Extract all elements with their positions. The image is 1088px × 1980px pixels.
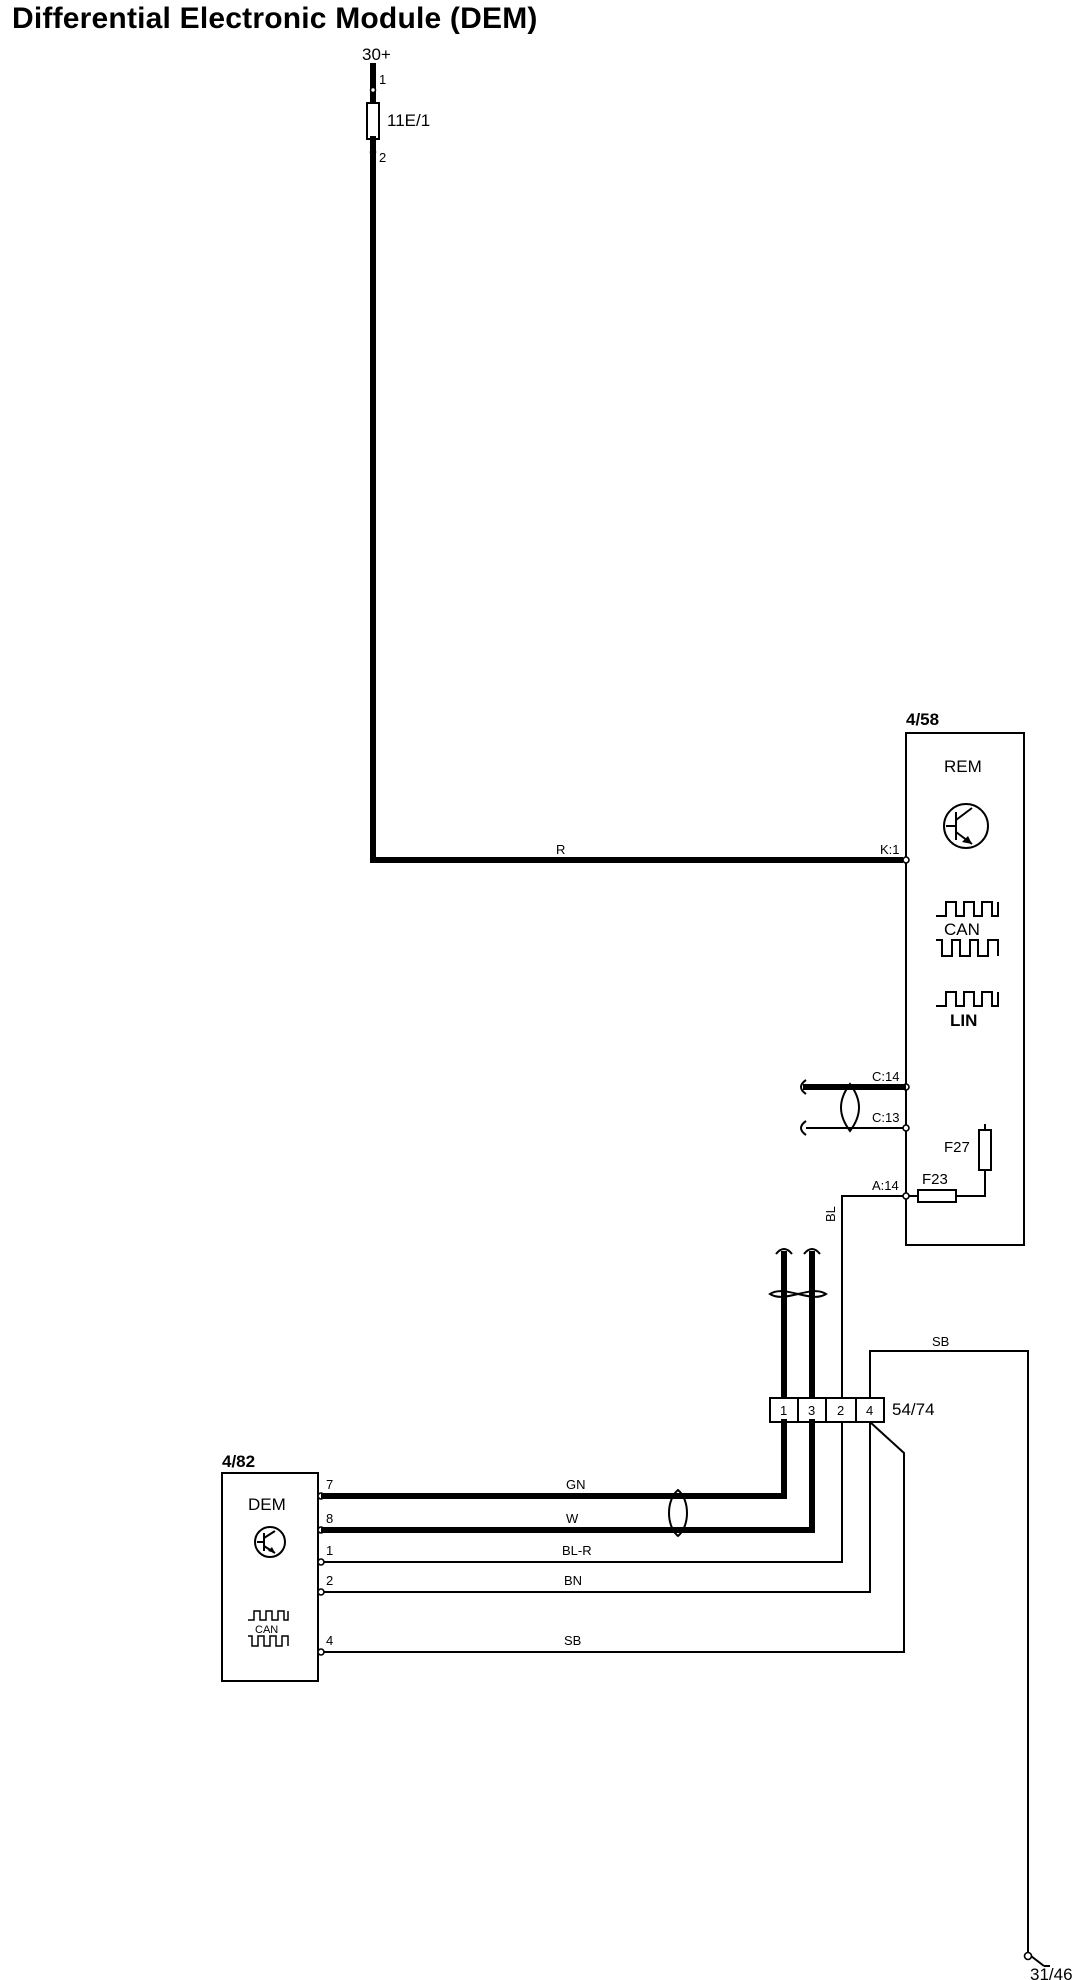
ground-label: 31/46 [1030, 1965, 1073, 1980]
rem-pin-k1-label: K:1 [880, 842, 900, 857]
wire-sb-top-label: SB [932, 1334, 949, 1349]
dem-module: 4/82 DEM CAN 7 8 1 2 4 [221, 1452, 333, 1682]
wire-bn-label: BN [564, 1573, 582, 1588]
transistor-icon [943, 803, 989, 849]
fuse-f23-label: F23 [922, 1171, 948, 1188]
rem-name: REM [944, 757, 982, 776]
supply-section: 30+ 1 11E/1 2 R [362, 45, 903, 863]
rem-pin-c13 [902, 1124, 910, 1132]
rem-id: 4/58 [906, 710, 939, 729]
supply-pin-2-label: 2 [379, 150, 386, 165]
dem-pin-2-label: 2 [326, 1573, 333, 1588]
fuse-f27-label: F27 [944, 1139, 970, 1156]
fuse-11e1-label: 11E/1 [387, 111, 430, 130]
dem-can-label: CAN [255, 1624, 278, 1636]
rem-pin-k1 [902, 856, 910, 864]
connector-pin-1-cell [769, 1397, 799, 1423]
connector-id: 54/74 [892, 1400, 935, 1419]
dem-pin-7-label: 7 [326, 1477, 333, 1492]
dem-name: DEM [248, 1495, 286, 1514]
ground-terminal [1023, 1951, 1033, 1961]
wire-sb-bottom-label: SB [564, 1633, 581, 1648]
connector-pin-3-cell [797, 1397, 827, 1423]
wire-sb-top: SB [869, 1334, 1029, 1953]
page-title: Differential Electronic Module (DEM) [12, 2, 538, 35]
dem-pin-1-label: 1 [326, 1543, 333, 1558]
dem-transistor-icon [254, 1526, 286, 1558]
rem-pin-a14-label: A:14 [872, 1178, 899, 1193]
wire-gn-label: GN [566, 1477, 586, 1492]
supply-pin-1 [369, 86, 377, 94]
dem-wires: GN W BL-R BN SB [321, 1419, 905, 1653]
wire-w-label: W [566, 1511, 579, 1526]
can-pair-to-connector [768, 1248, 828, 1401]
wire-bl: BL [823, 1195, 903, 1398]
dem-id: 4/82 [222, 1452, 255, 1471]
rem-pin-c13-label: C:13 [872, 1110, 899, 1125]
supply-pin-1-label: 1 [379, 72, 386, 87]
dem-pin-2 [317, 1588, 325, 1596]
rem-can-wires [800, 1079, 906, 1136]
wire-bl-r-label: BL-R [562, 1543, 592, 1558]
connector-54-74: 1 3 2 4 54/74 [769, 1397, 935, 1423]
connector-pin-1-label: 1 [780, 1403, 787, 1418]
rem-lin-label: LIN [950, 1011, 977, 1030]
dem-pin-4-label: 4 [326, 1633, 333, 1648]
rem-module: 4/58 REM CAN LIN K:1 C:14 C:13 [872, 710, 1025, 1246]
rem-can-label: CAN [944, 920, 980, 939]
fuse-f23-symbol [917, 1189, 957, 1203]
wire-bl-label: BL [823, 1206, 838, 1222]
dem-pin-8-label: 8 [326, 1511, 333, 1526]
dem-pin-1 [317, 1558, 325, 1566]
rem-pin-c14-label: C:14 [872, 1069, 899, 1084]
connector-pin-2-label: 2 [837, 1403, 844, 1418]
fuse-11e1-symbol [366, 102, 380, 140]
fuse-f27-symbol [978, 1129, 992, 1171]
lin-signal-icon [936, 991, 999, 1007]
rem-pin-a14 [902, 1192, 910, 1200]
connector-pin-2-cell [825, 1397, 857, 1423]
supply-label: 30+ [362, 45, 391, 64]
connector-pin-3-label: 3 [808, 1403, 815, 1418]
dem-pin-4 [317, 1648, 325, 1656]
wire-r-label: R [556, 842, 565, 857]
dem-can-signal-icon [248, 1610, 289, 1647]
connector-pin-4-label: 4 [866, 1403, 873, 1418]
rem-box [905, 732, 1025, 1246]
ground-point: 31/46 [1023, 1951, 1073, 1980]
can-signal-icon [936, 901, 999, 957]
